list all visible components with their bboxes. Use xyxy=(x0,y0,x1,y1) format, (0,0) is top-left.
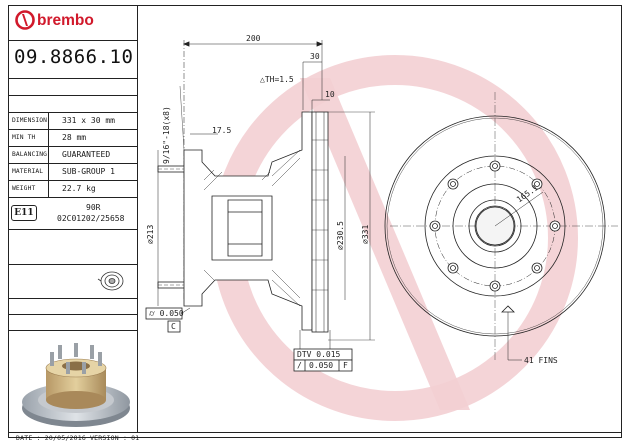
dim-disc-thickness: 30 xyxy=(310,52,320,61)
dim-hub-diameter: ⌀213 xyxy=(146,224,155,244)
spec-row: DIMENSION 331 x 30 mm xyxy=(8,113,137,129)
rule xyxy=(8,180,137,181)
spec-value: 28 mm xyxy=(62,133,87,142)
runout-value: 0.050 xyxy=(159,309,184,318)
part-number: 09.8866.10 xyxy=(14,46,134,68)
spec-value: 331 x 30 mm xyxy=(62,116,115,125)
min-thickness-value: TH=1.5 xyxy=(264,75,294,84)
dim-outer-diameter: ⌀331 xyxy=(361,224,370,244)
dim-friction-offset: 10 xyxy=(325,90,335,99)
rule xyxy=(8,95,137,96)
runout-tolerance: ⌭ 0.050 xyxy=(149,309,184,318)
fins-count: 41 FINS xyxy=(524,356,558,365)
rule xyxy=(8,197,137,198)
spec-separator xyxy=(48,112,49,197)
rule xyxy=(8,163,137,164)
brand-name: brembo xyxy=(37,12,94,29)
approval-number: 02C01202/25658 xyxy=(57,214,125,223)
rule xyxy=(8,146,137,147)
dim-hub-offset: 17.5 xyxy=(212,126,232,135)
rule xyxy=(8,298,137,299)
rule xyxy=(8,264,137,265)
dtv-tolerance: DTV 0.015 xyxy=(297,350,341,359)
approval-code: 90R xyxy=(86,203,101,212)
spec-key: MATERIAL xyxy=(12,168,44,175)
spec-column-divider xyxy=(137,5,138,433)
spec-row: BALANCING GUARANTEED xyxy=(8,147,137,163)
dim-stud-thread: 9/16"-18(x8) xyxy=(162,106,171,164)
spec-key: MIN TH xyxy=(12,134,36,141)
footer-date-version: DATE : 20/05/2016 VERSION : 01 xyxy=(16,434,140,442)
spec-row: MIN TH 28 mm xyxy=(8,130,137,146)
drawing-frame xyxy=(8,5,622,438)
spec-key: DIMENSION xyxy=(12,117,48,124)
ece-approval-badge: E11 xyxy=(11,205,37,221)
spec-value: GUARANTEED xyxy=(62,150,111,159)
rule xyxy=(8,40,137,41)
datum-f: F xyxy=(343,361,348,370)
footer-divider xyxy=(8,432,622,433)
dim-overall-width: 200 xyxy=(246,34,261,43)
brembo-logo: brembo xyxy=(14,8,134,36)
spec-value: 22.7 kg xyxy=(62,184,96,193)
spec-row: WEIGHT 22.7 kg xyxy=(8,181,137,197)
datum-c: C xyxy=(171,322,176,331)
spec-key: WEIGHT xyxy=(12,185,36,192)
dim-min-thickness: △TH=1.5 xyxy=(260,75,294,84)
rule xyxy=(8,129,137,130)
spec-value: SUB-GROUP 1 xyxy=(62,167,115,176)
rule xyxy=(8,229,137,230)
rule xyxy=(8,330,137,331)
spec-row: MATERIAL SUB-GROUP 1 xyxy=(8,164,137,180)
rule xyxy=(8,78,137,79)
flatness-symbol: / xyxy=(297,361,302,370)
dim-inner-diameter: ⌀230.5 xyxy=(336,221,345,250)
spec-key: BALANCING xyxy=(12,151,48,158)
rule xyxy=(8,314,137,315)
rule xyxy=(8,112,137,113)
flatness-tolerance: 0.050 xyxy=(309,361,334,370)
